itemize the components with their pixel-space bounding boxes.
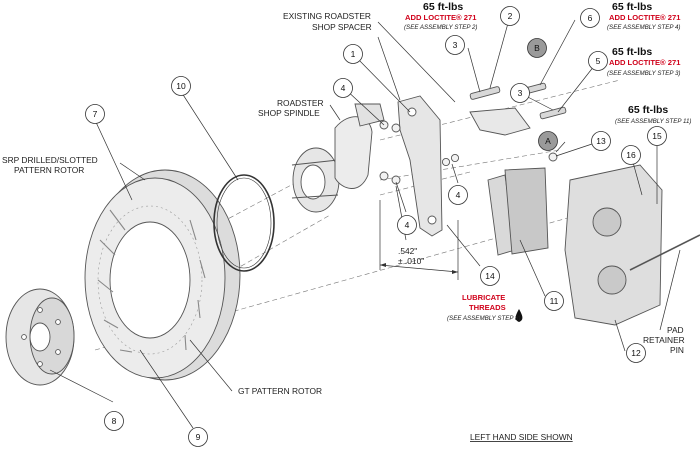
svg-text:(SEE ASSEMBLY STEP 11): (SEE ASSEMBLY STEP 11)	[615, 118, 691, 125]
lubricate-step: (SEE ASSEMBLY STEP 8)	[447, 315, 520, 322]
lubricate-line1: LUBRICATE	[462, 293, 505, 302]
footer-note: LEFT HAND SIDE SHOWN	[470, 432, 573, 442]
svg-text:4: 4	[456, 190, 461, 200]
svg-text:13: 13	[596, 136, 606, 146]
callout-2: 2	[500, 6, 520, 26]
svg-text:(SEE ASSEMBLY STEP 2): (SEE ASSEMBLY STEP 2)	[404, 24, 477, 31]
label-existing-spacer-line1: EXISTING ROADSTER	[283, 11, 371, 21]
torque-note-step4: 65 ft-lbs ADD LOCTITE® 271 (SEE ASSEMBLY…	[607, 1, 681, 31]
roadster-spindle	[291, 103, 385, 213]
callout-10: 10	[171, 76, 191, 96]
caliper	[564, 164, 700, 326]
callout-9: 9	[188, 427, 208, 447]
svg-text:65 ft-lbs: 65 ft-lbs	[612, 46, 652, 58]
svg-text:12: 12	[631, 348, 641, 358]
svg-text:A: A	[545, 136, 551, 146]
callout-4b: 4	[448, 185, 468, 205]
svg-text:9: 9	[196, 432, 201, 442]
svg-text:ADD LOCTITE® 271: ADD LOCTITE® 271	[609, 13, 681, 22]
callout-12: 12	[626, 343, 646, 363]
svg-text:14: 14	[485, 271, 495, 281]
label-spindle-line1: ROADSTER	[277, 98, 324, 108]
label-srp-rotor-line1: SRP DRILLED/SLOTTED	[2, 155, 98, 165]
callout-8: 8	[104, 411, 124, 431]
label-srp-rotor-line2: PATTERN ROTOR	[14, 165, 84, 175]
label-gt-rotor: GT PATTERN ROTOR	[238, 386, 322, 396]
label-existing-spacer-line2: SHOP SPACER	[312, 22, 372, 32]
callout-1: 1	[343, 44, 363, 64]
svg-text:ADD LOCTITE® 271: ADD LOCTITE® 271	[405, 13, 477, 22]
svg-text:6: 6	[588, 13, 593, 23]
svg-text:15: 15	[652, 131, 662, 141]
svg-text:(SEE ASSEMBLY STEP 4): (SEE ASSEMBLY STEP 4)	[607, 24, 680, 31]
svg-text:2: 2	[508, 11, 513, 21]
svg-text:7: 7	[93, 109, 98, 119]
callout-3b: 3	[510, 83, 530, 103]
oil-drop-icon	[515, 309, 523, 322]
callout-13: 13	[591, 131, 611, 151]
svg-text:65 ft-lbs: 65 ft-lbs	[628, 104, 668, 116]
callout-B: B	[527, 38, 547, 58]
svg-text:1: 1	[351, 49, 356, 59]
svg-text:5: 5	[596, 56, 601, 66]
svg-text:16: 16	[626, 150, 636, 160]
pad-pin-line3: PIN	[670, 345, 684, 355]
label-spindle-line2: SHOP SPINDLE	[258, 108, 320, 118]
callout-16: 16	[621, 145, 641, 165]
callout-11: 11	[544, 291, 564, 311]
svg-text:11: 11	[550, 296, 559, 306]
callout-14: 14	[480, 266, 500, 286]
svg-text:10: 10	[176, 81, 186, 91]
callout-3a: 3	[445, 35, 465, 55]
leader-lines	[49, 15, 681, 429]
caliper-bracket	[397, 95, 443, 237]
callout-4c: 4	[397, 215, 417, 235]
pad-pin-line2: RETAINER	[643, 335, 685, 345]
snap-ring	[213, 174, 275, 272]
torque-note-step11: 65 ft-lbs (SEE ASSEMBLY STEP 11)	[615, 104, 691, 125]
lubricate-line2: THREADS	[469, 303, 506, 312]
rotor-hat	[5, 288, 75, 386]
rotor	[84, 169, 241, 381]
callout-7: 7	[85, 104, 105, 124]
dimension-marker	[379, 200, 459, 280]
svg-text:4: 4	[341, 83, 346, 93]
svg-text:3: 3	[518, 88, 523, 98]
torque-note-step3: 65 ft-lbs ADD LOCTITE® 271 (SEE ASSEMBLY…	[607, 46, 681, 77]
torque-note-step2: 65 ft-lbs ADD LOCTITE® 271 (SEE ASSEMBLY…	[404, 1, 477, 31]
svg-text:ADD LOCTITE® 271: ADD LOCTITE® 271	[609, 58, 681, 67]
dimension-value: .542"	[398, 246, 417, 256]
brake-pads	[487, 167, 549, 256]
svg-text:65 ft-lbs: 65 ft-lbs	[423, 1, 463, 13]
svg-text:(SEE ASSEMBLY STEP 3): (SEE ASSEMBLY STEP 3)	[607, 70, 680, 77]
svg-text:65 ft-lbs: 65 ft-lbs	[612, 1, 652, 13]
svg-text:B: B	[534, 43, 540, 53]
callout-15: 15	[647, 126, 667, 146]
svg-text:3: 3	[453, 40, 458, 50]
svg-text:4: 4	[405, 220, 410, 230]
dimension-tolerance: ± .010"	[398, 256, 424, 266]
svg-text:8: 8	[112, 416, 117, 426]
callout-4a: 4	[333, 78, 353, 98]
callout-A: A	[538, 131, 558, 151]
callout-6: 6	[580, 8, 600, 28]
pad-pin-line1: PAD	[667, 325, 684, 335]
callout-5: 5	[588, 51, 608, 71]
